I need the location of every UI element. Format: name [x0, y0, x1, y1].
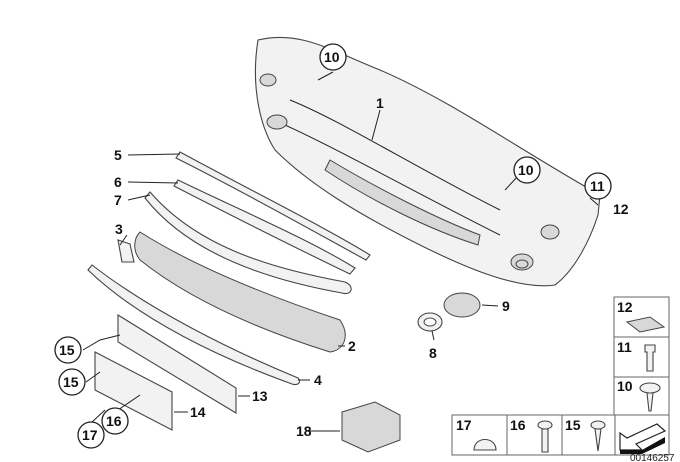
callout-17: 17	[82, 427, 98, 443]
trim-strip-6	[173, 179, 356, 275]
grille-part	[134, 231, 346, 353]
callout-14: 14	[190, 404, 206, 420]
callout-12: 12	[613, 201, 629, 217]
callout-labels: 1 2 3 4 5 6 7 8 9 10 10 11 12 13 14 15 1…	[54, 43, 629, 449]
callout-15-upper: 15	[59, 342, 75, 358]
front-bumper-part	[254, 36, 601, 287]
cap-icon	[473, 438, 497, 451]
plate-holder-13	[117, 314, 237, 414]
trim-strip-7	[144, 191, 352, 295]
screw-with-washer-icon	[639, 382, 661, 394]
callout-11: 11	[590, 178, 605, 194]
callout-1: 1	[376, 95, 384, 111]
trim-strip-5	[175, 151, 371, 261]
callout-2: 2	[348, 338, 356, 354]
box-part-18	[341, 401, 401, 453]
self-tapping-screw-icon	[590, 420, 606, 430]
legend-label-15: 15	[565, 417, 581, 433]
callout-13: 13	[252, 388, 268, 404]
legend-label-12: 12	[617, 299, 633, 315]
callout-10-side: 10	[518, 162, 534, 178]
callout-4: 4	[314, 372, 322, 388]
legend-label-11: 11	[617, 339, 632, 355]
callout-16: 16	[106, 413, 122, 429]
legend-label-17: 17	[456, 417, 472, 433]
callout-10-top: 10	[324, 49, 340, 65]
leader-lines	[82, 71, 599, 432]
plate-base-14	[94, 351, 173, 431]
callout-3: 3	[115, 221, 123, 237]
callout-9: 9	[502, 298, 510, 314]
callout-15-lower: 15	[63, 374, 79, 390]
callout-5: 5	[114, 147, 122, 163]
fastener-legend: 12 11 10 17 16 15	[451, 296, 670, 456]
clip-nut-icon	[625, 316, 666, 333]
callout-18: 18	[296, 423, 312, 439]
vent-part-9	[443, 292, 481, 318]
callout-8: 8	[429, 345, 437, 361]
bracket-3	[117, 239, 135, 263]
callout-6: 6	[114, 174, 122, 190]
direction-arrow-icon	[619, 423, 667, 451]
legend-label-10: 10	[617, 378, 633, 394]
bolt-icon	[644, 344, 656, 372]
callout-7: 7	[114, 192, 122, 208]
screw-icon	[537, 420, 553, 430]
diagram-code: 00146257	[630, 453, 675, 462]
legend-label-16: 16	[510, 417, 526, 433]
lower-strip-4	[87, 264, 301, 386]
